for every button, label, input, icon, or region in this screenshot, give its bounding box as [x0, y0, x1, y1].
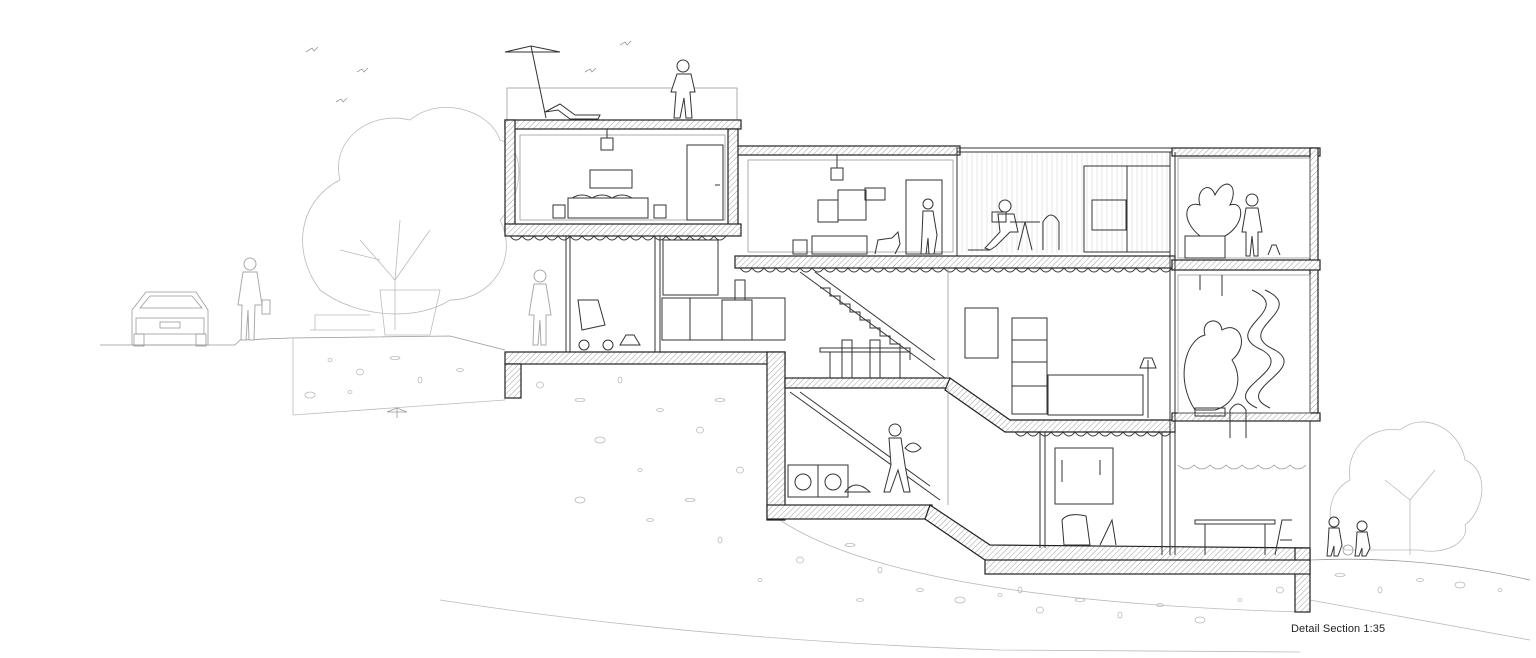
car — [131, 291, 209, 347]
bedroom — [519, 129, 726, 221]
pebble — [684, 498, 696, 502]
pedestrian — [237, 257, 271, 341]
soil-pebbles — [304, 356, 1503, 624]
pebble — [877, 566, 883, 574]
pebble — [646, 518, 654, 522]
pebble — [916, 588, 924, 592]
pebble — [1416, 578, 1424, 582]
spiral-stair-greenhouse — [1177, 274, 1311, 438]
terrain — [100, 335, 1531, 653]
kids-room — [747, 155, 954, 255]
building-structure — [504, 87, 1321, 613]
pebble — [736, 466, 744, 474]
entrance-hall — [528, 269, 641, 351]
pebble — [796, 556, 804, 564]
kitchen — [661, 239, 786, 341]
drawing-caption: Detail Section 1:35 — [1291, 623, 1386, 635]
dining-stair — [799, 271, 946, 379]
pebble — [1194, 616, 1206, 624]
study-room — [960, 153, 1171, 253]
pebble — [356, 368, 364, 376]
pebble — [574, 496, 586, 504]
pebble — [997, 593, 1003, 597]
birds — [305, 40, 632, 103]
pebble — [1454, 581, 1466, 589]
pebble — [536, 381, 544, 389]
pebble — [1074, 598, 1086, 602]
pebble — [347, 390, 353, 394]
pebble — [417, 376, 423, 384]
laundry — [787, 391, 941, 501]
pebble — [954, 596, 966, 604]
pebble — [1017, 586, 1023, 594]
pebble — [637, 468, 643, 472]
pebble — [696, 426, 704, 434]
pebble — [1276, 586, 1284, 594]
pebble — [1036, 606, 1044, 614]
storage — [1054, 447, 1117, 546]
pebble — [1156, 603, 1164, 607]
garden-right — [1326, 421, 1483, 557]
pebble — [717, 536, 723, 544]
pebble — [327, 358, 333, 362]
rooftop-terrace — [504, 45, 696, 120]
living-room — [964, 307, 1157, 418]
upper-greenhouse — [1177, 157, 1311, 259]
pebble — [757, 578, 763, 582]
pebble — [844, 543, 856, 547]
pebble — [574, 398, 586, 402]
pebble — [1497, 588, 1503, 592]
pebble — [1117, 611, 1123, 619]
pebble — [1334, 573, 1346, 577]
pebble — [714, 398, 726, 402]
pebble — [389, 356, 401, 360]
pebble — [456, 368, 464, 372]
pebble — [617, 376, 623, 384]
pebble — [1237, 598, 1243, 602]
pebble — [304, 391, 316, 399]
pebble — [594, 436, 606, 444]
pebble — [856, 598, 864, 602]
pebble — [656, 408, 664, 412]
umbrella-marker — [386, 407, 408, 418]
tree-left — [302, 107, 520, 336]
garden-pergola — [1177, 464, 1307, 556]
pebble — [1377, 586, 1383, 594]
